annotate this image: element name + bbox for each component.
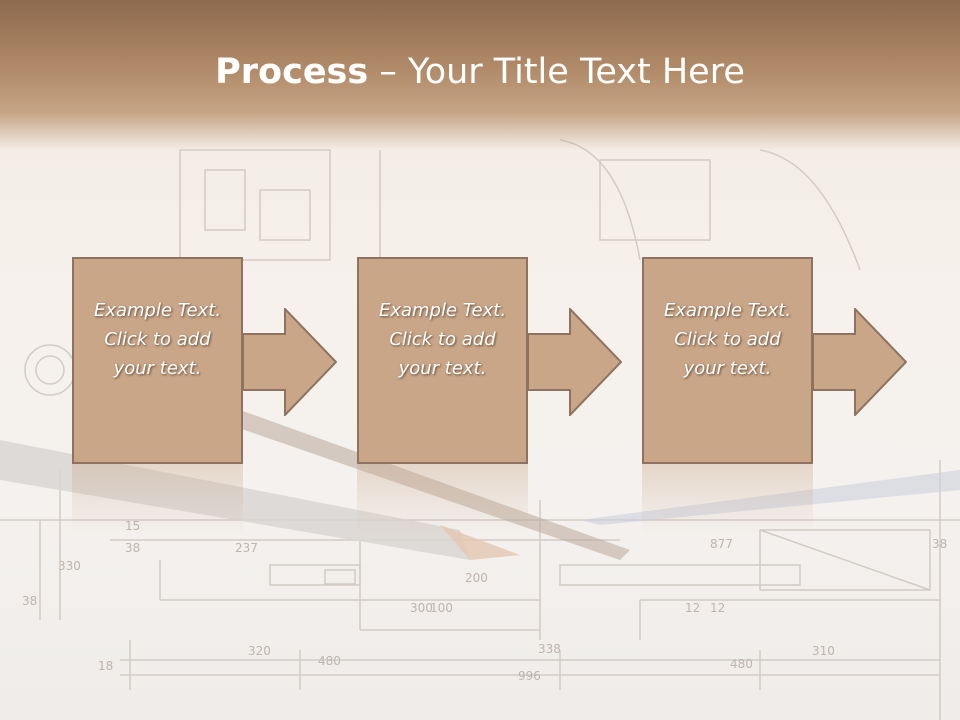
step-line: Click to add bbox=[674, 329, 781, 350]
blueprint-label: 237 bbox=[235, 541, 258, 555]
step-line: your text. bbox=[113, 358, 202, 379]
step-text: Example Text. Click to add your text. bbox=[94, 296, 221, 383]
blueprint-label: 480 bbox=[318, 654, 341, 668]
step-line: Example Text. bbox=[378, 300, 507, 321]
compass-dial bbox=[24, 344, 76, 396]
step-text: Example Text. Click to add your text. bbox=[664, 296, 791, 383]
step-text: Example Text. Click to add your text. bbox=[379, 296, 506, 383]
card-reflection bbox=[357, 464, 528, 534]
arrow-right-icon bbox=[813, 308, 907, 416]
blueprint-label: 12 bbox=[685, 601, 700, 615]
blueprint-label: 996 bbox=[518, 669, 541, 683]
process-step-3[interactable]: Example Text. Click to add your text. bbox=[642, 257, 813, 464]
process-step-2[interactable]: Example Text. Click to add your text. bbox=[357, 257, 528, 464]
blueprint-label: 38 bbox=[22, 594, 37, 608]
blueprint-label: 320 bbox=[248, 644, 271, 658]
blueprint-label: 338 bbox=[538, 642, 561, 656]
card-reflection bbox=[72, 464, 243, 534]
arrow-right-icon bbox=[243, 308, 337, 416]
slide-title[interactable]: Process – Your Title Text Here bbox=[0, 52, 960, 92]
card-reflection bbox=[642, 464, 813, 534]
floor-plan-room bbox=[269, 564, 361, 586]
blueprint-label: 100 bbox=[430, 601, 453, 615]
title-rest: – Your Title Text Here bbox=[368, 52, 745, 92]
blueprint-label: 300 bbox=[410, 601, 433, 615]
blueprint-label: 310 bbox=[812, 644, 835, 658]
blueprint-label: 38 bbox=[125, 541, 140, 555]
step-line: your text. bbox=[398, 358, 487, 379]
process-step-1[interactable]: Example Text. Click to add your text. bbox=[72, 257, 243, 464]
pencil bbox=[0, 440, 470, 560]
blueprint-label: 877 bbox=[710, 537, 733, 551]
step-line: Example Text. bbox=[663, 300, 792, 321]
blueprint-label: 200 bbox=[465, 571, 488, 585]
blueprint-label: 15 bbox=[125, 519, 140, 533]
blueprint-label: 12 bbox=[710, 601, 725, 615]
title-bar bbox=[0, 0, 960, 150]
arrow-right-icon bbox=[528, 308, 622, 416]
blueprint-label: 330 bbox=[58, 559, 81, 573]
rolled-plan-left bbox=[179, 149, 331, 261]
blueprint-label: 38 bbox=[932, 537, 947, 551]
step-line: Click to add bbox=[389, 329, 496, 350]
blueprint-label: 480 bbox=[730, 657, 753, 671]
step-line: Click to add bbox=[104, 329, 211, 350]
title-bold: Process bbox=[215, 52, 369, 92]
blueprint-label: 18 bbox=[98, 659, 113, 673]
step-line: Example Text. bbox=[93, 300, 222, 321]
ruler bbox=[580, 470, 960, 525]
pen bbox=[230, 410, 630, 560]
step-line: your text. bbox=[683, 358, 772, 379]
